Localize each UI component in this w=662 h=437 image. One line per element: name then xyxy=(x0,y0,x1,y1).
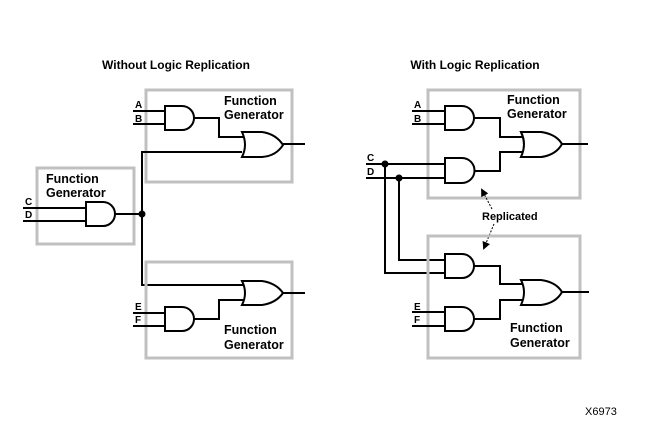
left-cd-block-label-1: Function xyxy=(46,172,99,186)
replicated-arrow-up xyxy=(481,188,493,210)
left-top-block-label-2: Generator xyxy=(224,108,284,122)
right-input-label-e: E xyxy=(414,302,421,313)
or-gate-top xyxy=(240,131,285,158)
input-label-c: C xyxy=(25,197,32,208)
and-gate-ef xyxy=(164,306,195,332)
replicated-annotation: Replicated xyxy=(482,211,538,223)
right-and-gate-ab xyxy=(444,105,475,131)
right-bottom-block-label-1: Function xyxy=(510,321,563,335)
replicated-arrow-down xyxy=(482,223,495,250)
left-cd-block-label-2: Generator xyxy=(46,186,106,200)
right-input-label-d: D xyxy=(367,167,374,178)
right-input-label-b: B xyxy=(414,114,421,125)
right-and-gate-cd-replicated xyxy=(444,253,475,279)
and-gate-cd xyxy=(85,201,116,227)
right-and-gate-ef xyxy=(444,306,475,332)
left-top-function-generator xyxy=(144,88,294,184)
figure-code: X6973 xyxy=(585,406,617,418)
right-bottom-function-generator xyxy=(426,234,582,360)
input-label-a: A xyxy=(135,100,142,111)
or-gate-bottom xyxy=(240,280,285,306)
right-input-label-f: F xyxy=(414,315,420,326)
right-input-label-a: A xyxy=(414,100,421,111)
input-label-b: B xyxy=(135,114,142,125)
right-and-gate-cd-top xyxy=(444,157,476,184)
left-bottom-function-generator xyxy=(144,260,294,360)
input-label-d: D xyxy=(25,210,32,221)
right-title: With Logic Replication xyxy=(410,58,539,72)
left-bottom-block-label-1: Function xyxy=(224,323,277,337)
right-bottom-block-label-2: Generator xyxy=(510,336,570,350)
input-label-e: E xyxy=(135,302,142,313)
right-top-block-label-1: Function xyxy=(507,93,560,107)
left-title: Without Logic Replication xyxy=(102,58,250,72)
left-top-block-label-1: Function xyxy=(224,94,277,108)
and-gate-ab xyxy=(164,105,195,131)
right-input-label-c: C xyxy=(367,153,374,164)
right-or-gate-bottom xyxy=(519,279,564,306)
left-cd-function-generator xyxy=(35,166,136,246)
input-label-f: F xyxy=(135,315,141,326)
right-top-block-label-2: Generator xyxy=(507,107,567,121)
left-bottom-block-label-2: Generator xyxy=(224,338,284,352)
